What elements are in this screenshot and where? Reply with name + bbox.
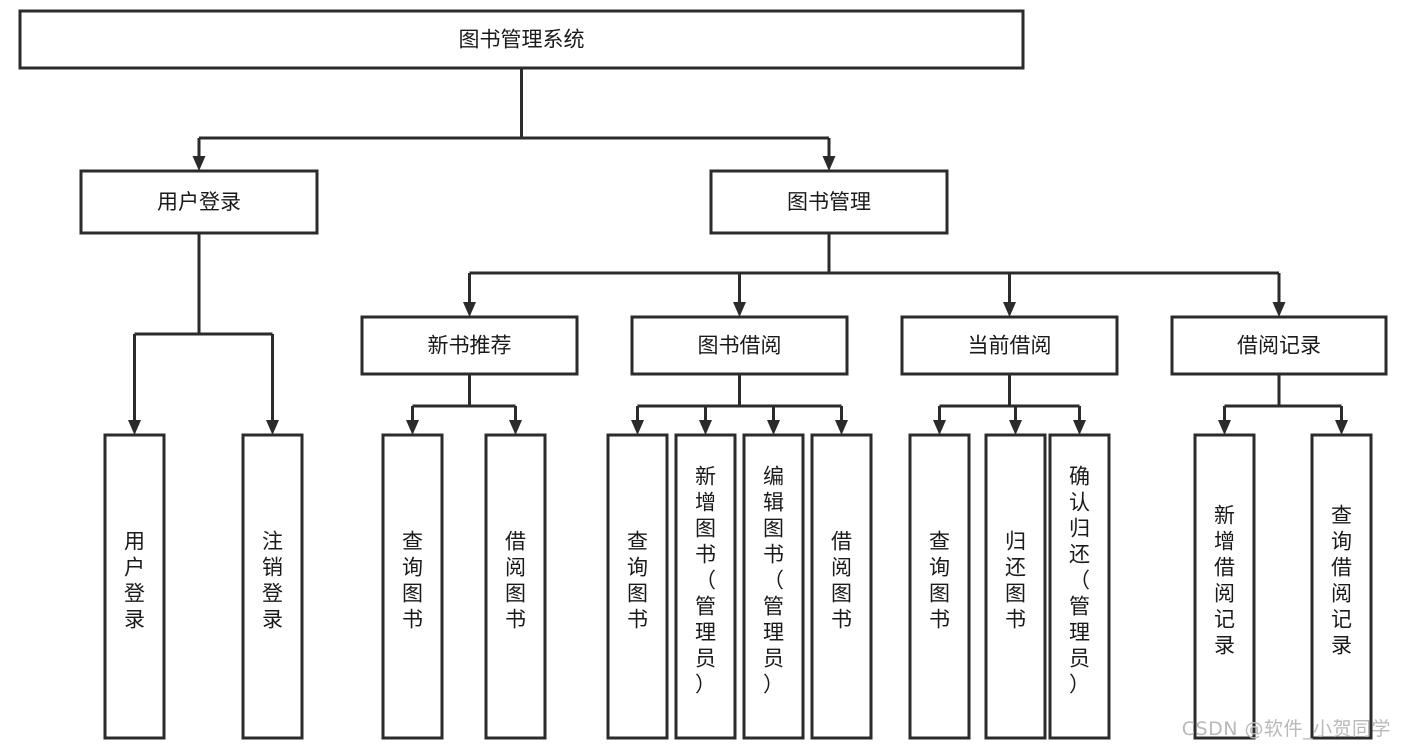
edge-group-root	[192, 68, 836, 171]
node-l_edit[interactable]: 编辑图书（管理员）	[742, 433, 805, 740]
node-current[interactable]: 当前借阅	[900, 315, 1119, 376]
node-l_logout[interactable]: 注销登录	[241, 433, 304, 740]
node-label: 借阅记录	[1237, 334, 1321, 358]
nodes-layer: 图书管理系统用户登录图书管理新书推荐图书借阅当前借阅借阅记录用户登录注销登录查询…	[18, 9, 1388, 740]
node-newrec[interactable]: 新书推荐	[360, 315, 579, 376]
edge-group-borrow	[631, 374, 848, 435]
node-label: 图书管理	[787, 190, 871, 214]
node-root[interactable]: 图书管理系统	[18, 9, 1025, 70]
node-label: 查询图书	[402, 530, 423, 632]
watermark-text: CSDN @软件_小贺同学	[1181, 718, 1391, 740]
node-l_conf[interactable]: 确认归还（管理员）	[1048, 433, 1111, 740]
node-label: 用户登录	[157, 190, 241, 214]
edge-group-bookmgmt	[463, 233, 1286, 317]
node-label: 用户登录	[124, 530, 145, 632]
node-records[interactable]: 借阅记录	[1170, 315, 1388, 376]
node-label: 借阅图书	[831, 530, 852, 632]
node-label: 归还图书	[1005, 530, 1026, 632]
node-label: 借阅图书	[505, 530, 526, 632]
node-label: 编辑图书（管理员）	[763, 465, 784, 697]
edge-group-login	[128, 233, 279, 435]
node-bookmgmt[interactable]: 图书管理	[709, 169, 949, 235]
node-label: 新增图书（管理员）	[695, 465, 716, 697]
edge-group-current	[933, 374, 1086, 435]
node-label: 新增借阅记录	[1214, 504, 1235, 658]
node-l_q3[interactable]: 查询图书	[908, 433, 971, 740]
node-login[interactable]: 用户登录	[79, 169, 319, 235]
node-label: 注销登录	[262, 530, 283, 632]
node-label: 查询图书	[627, 530, 648, 632]
node-l_add[interactable]: 新增图书（管理员）	[674, 433, 737, 740]
node-l_login[interactable]: 用户登录	[103, 433, 166, 740]
node-label: 确认归还（管理员）	[1069, 465, 1090, 697]
node-l_b1[interactable]: 借阅图书	[484, 433, 547, 740]
edge-group-newrec	[406, 374, 522, 435]
node-borrow[interactable]: 图书借阅	[630, 315, 849, 376]
node-label: 当前借阅	[968, 334, 1052, 358]
node-label: 新书推荐	[428, 334, 512, 358]
edge-group-records	[1218, 374, 1348, 435]
node-label: 图书借阅	[698, 334, 782, 358]
node-label: 查询图书	[929, 530, 950, 632]
node-l_b2[interactable]: 借阅图书	[810, 433, 873, 740]
node-l_q2[interactable]: 查询图书	[606, 433, 669, 740]
node-l_q1[interactable]: 查询图书	[381, 433, 444, 740]
node-l_ret[interactable]: 归还图书	[984, 433, 1047, 740]
node-label: 查询借阅记录	[1331, 504, 1352, 658]
node-label: 图书管理系统	[459, 28, 585, 52]
node-l_addrec[interactable]: 新增借阅记录	[1193, 433, 1256, 740]
node-l_qrec[interactable]: 查询借阅记录	[1310, 433, 1373, 740]
edges-layer	[128, 68, 1348, 435]
